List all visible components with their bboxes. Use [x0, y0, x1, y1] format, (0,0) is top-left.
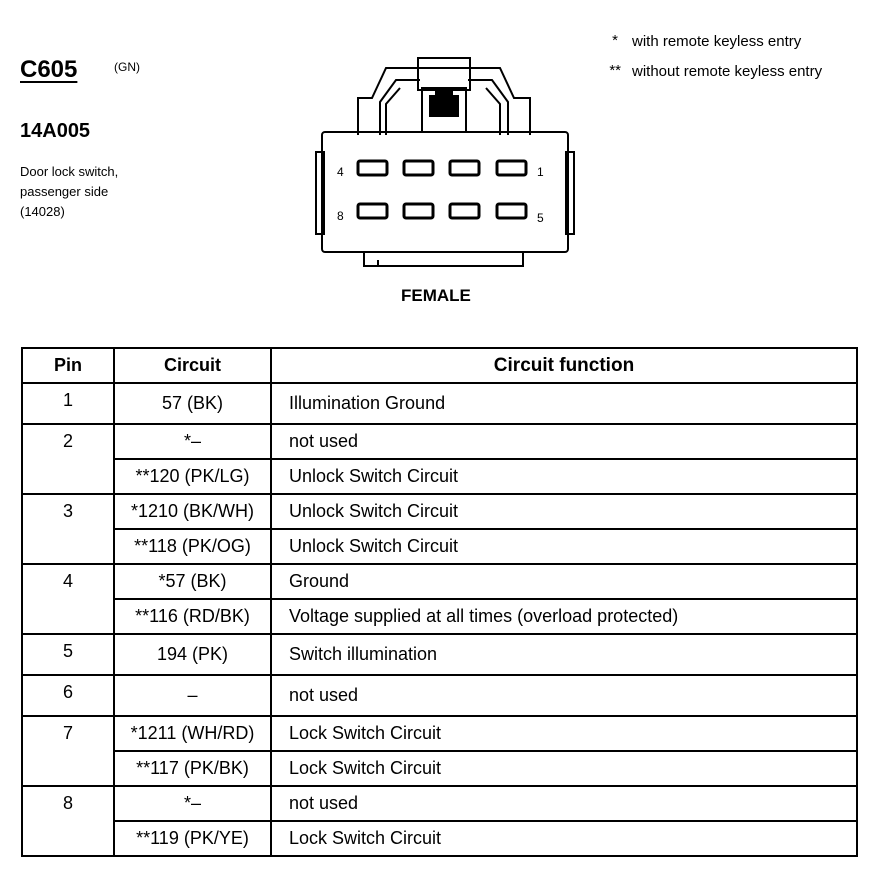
pin-cavity-6	[448, 202, 481, 220]
pin-cavity-2	[448, 159, 481, 177]
table-row: 7 *1211 (WH/RD) Lock Switch Circuit	[21, 715, 858, 787]
description-line: (14028)	[20, 204, 65, 219]
header-circuit-function: Circuit function	[270, 347, 858, 384]
function-cell: not used	[270, 785, 858, 822]
table-row: **118 (PK/OG) Unlock Switch Circuit	[22, 528, 858, 565]
connector-id: C605	[20, 56, 78, 83]
pin-number: 1	[21, 382, 115, 425]
function-cell: Lock Switch Circuit	[270, 750, 858, 787]
legend-text: without remote keyless entry	[632, 63, 823, 80]
header-circuit: Circuit	[113, 347, 272, 384]
connector-body	[321, 131, 569, 253]
circuit-cell: *1210 (BK/WH)	[113, 493, 272, 530]
function-cell: Unlock Switch Circuit	[270, 528, 858, 565]
pin-number: 7	[21, 715, 115, 787]
circuit-cell: *1211 (WH/RD)	[113, 715, 272, 752]
description-line: Door lock switch,	[20, 164, 119, 179]
pin-cavity-7	[402, 202, 435, 220]
pin-cavity-1	[495, 159, 528, 177]
pin-number: 5	[21, 633, 115, 676]
function-cell: Lock Switch Circuit	[270, 820, 858, 857]
view-label: FEMALE	[401, 286, 471, 305]
pin-cavity-5	[495, 202, 528, 220]
pin-cavity-4	[356, 159, 389, 177]
header-pin: Pin	[21, 347, 115, 384]
pinout-table: Pin Circuit Circuit function 1 57 (BK) I…	[21, 347, 858, 857]
function-cell: not used	[270, 423, 858, 460]
table-row: 2 *– not used	[21, 423, 858, 495]
table-row: **120 (PK/LG) Unlock Switch Circuit	[22, 458, 858, 495]
pin-cavity-8	[356, 202, 389, 220]
pin-number: 8	[21, 785, 115, 857]
function-cell: not used	[270, 674, 858, 717]
connector-latch	[357, 67, 531, 135]
connector-description: Door lock switch, passenger side (14028)	[20, 162, 118, 222]
circuit-cell: **118 (PK/OG)	[113, 528, 272, 565]
table-row: 5 194 (PK) Switch illumination	[21, 633, 858, 676]
circuit-cell: –	[113, 674, 272, 717]
part-number: 14A005	[20, 120, 91, 142]
connector-color-code: (GN)	[114, 60, 140, 74]
legend-mark: *	[612, 32, 618, 49]
pin-number: 6	[21, 674, 115, 717]
circuit-cell: *57 (BK)	[113, 563, 272, 600]
circuit-cell: *–	[113, 785, 272, 822]
table-row: 3 *1210 (BK/WH) Unlock Switch Circuit	[21, 493, 858, 565]
table-row: **119 (PK/YE) Lock Switch Circuit	[22, 820, 858, 857]
function-cell: Unlock Switch Circuit	[270, 493, 858, 530]
pin-label-5: 5	[537, 211, 544, 225]
table-row: 8 *– not used	[21, 785, 858, 857]
table-row: 6 – not used	[21, 674, 858, 717]
circuit-cell: **119 (PK/YE)	[113, 820, 272, 857]
legend-text: with remote keyless entry	[632, 33, 802, 50]
function-cell: Unlock Switch Circuit	[270, 458, 858, 495]
pin-label-8: 8	[337, 209, 344, 223]
function-cell: Voltage supplied at all times (overload …	[270, 598, 858, 635]
pin-number: 4	[21, 563, 115, 635]
pin-label-4: 4	[337, 165, 344, 179]
pin-number: 3	[21, 493, 115, 565]
function-cell: Switch illumination	[270, 633, 858, 676]
circuit-cell: *–	[113, 423, 272, 460]
pin-label-1: 1	[537, 165, 544, 179]
function-cell: Ground	[270, 563, 858, 600]
function-cell: Illumination Ground	[270, 382, 858, 425]
legend-mark: **	[609, 62, 621, 79]
pin-cavity-3	[402, 159, 435, 177]
table-row: 1 57 (BK) Illumination Ground	[21, 382, 858, 425]
function-cell: Lock Switch Circuit	[270, 715, 858, 752]
circuit-cell: **117 (PK/BK)	[113, 750, 272, 787]
table-row: **116 (RD/BK) Voltage supplied at all ti…	[22, 598, 858, 635]
pin-number: 2	[21, 423, 115, 495]
table-row: 4 *57 (BK) Ground	[21, 563, 858, 635]
description-line: passenger side	[20, 184, 109, 199]
circuit-cell: 57 (BK)	[113, 382, 272, 425]
circuit-cell: **120 (PK/LG)	[113, 458, 272, 495]
table-header-row: Pin Circuit Circuit function	[21, 347, 858, 384]
circuit-cell: **116 (RD/BK)	[113, 598, 272, 635]
connector-face-diagram: 4 1 8 5	[315, 57, 575, 267]
table-row: **117 (PK/BK) Lock Switch Circuit	[22, 750, 858, 787]
circuit-cell: 194 (PK)	[113, 633, 272, 676]
